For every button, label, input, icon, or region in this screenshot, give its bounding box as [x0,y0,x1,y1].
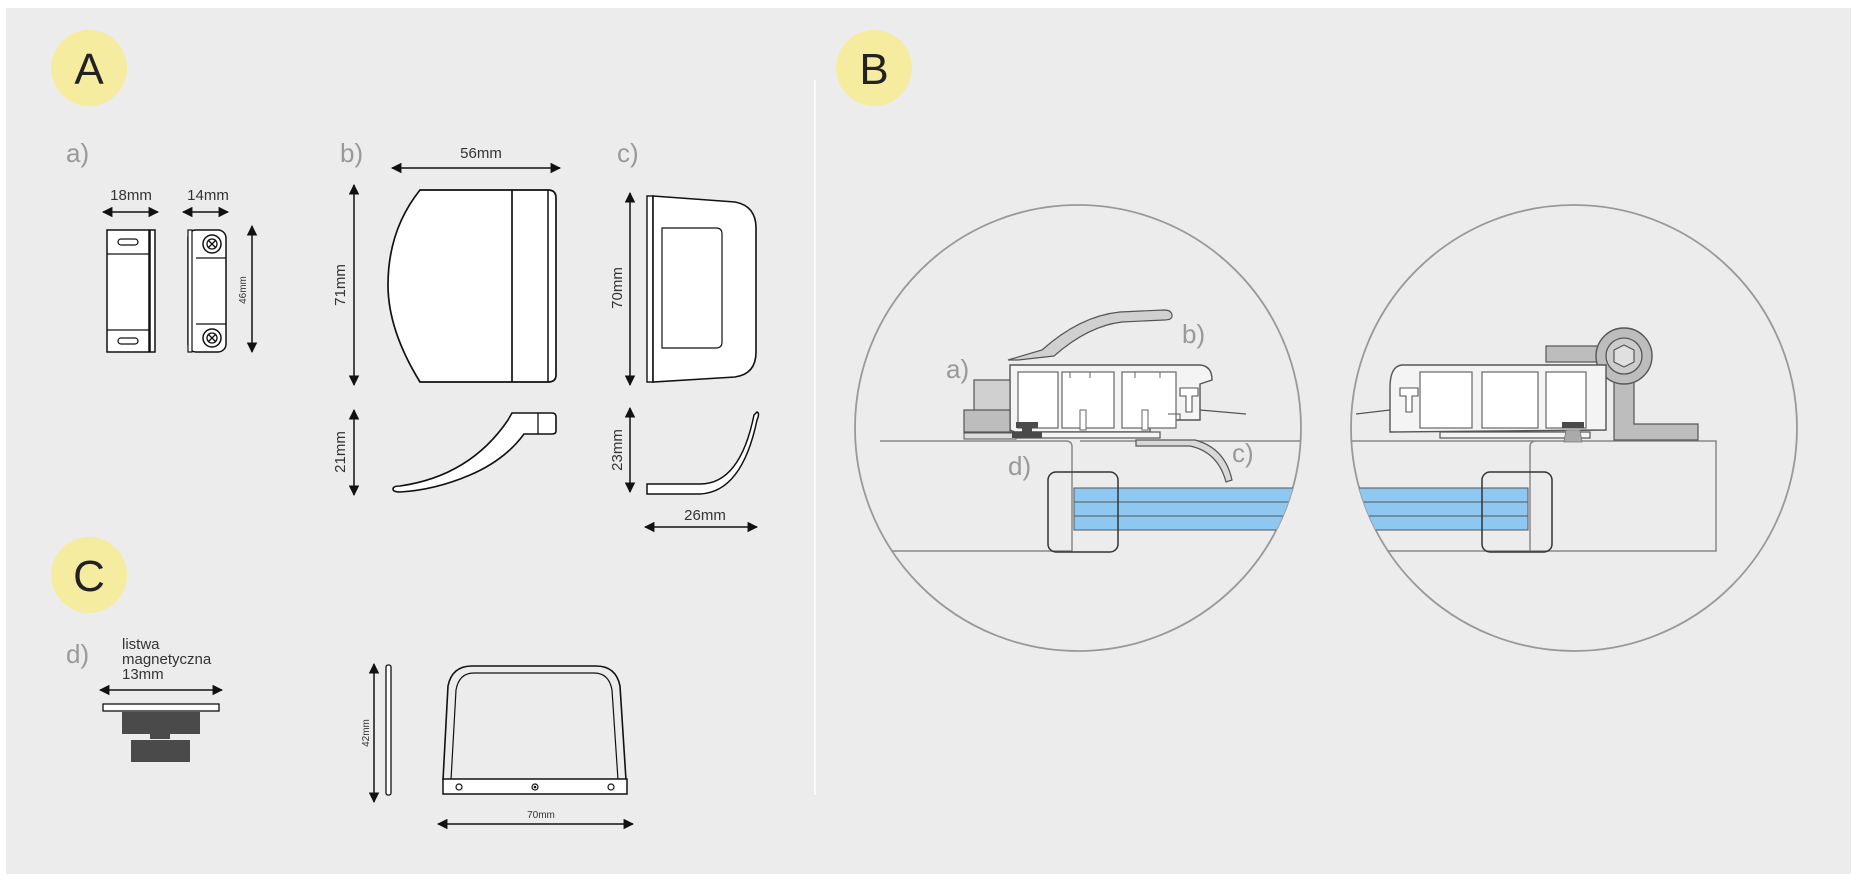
strip-label-line3: 13mm [122,666,164,683]
dim-a-width-2: 14mm [187,187,229,204]
part-a-label: a) [66,138,89,168]
dim-d-width: 70mm [527,810,555,821]
dim-a-width-1: 18mm [110,187,152,204]
detail-label-b: b) [1182,319,1205,349]
section-c-letter: C [73,552,105,601]
section-b-badge: B [836,30,912,106]
dim-b-width: 56mm [460,145,502,162]
detail-label-a: a) [946,354,969,384]
part-a-drawing: a) 18mm 14mm 46mm [66,138,258,354]
part-d-drawing: d) listwa magnetyczna 13mm 42mm 70mm [66,636,635,830]
dim-b-height-top: 71mm [332,264,349,306]
dim-b-height-bottom: 21mm [332,431,349,473]
section-a-letter: A [74,45,104,94]
detail-left: a) b) c) d) [854,204,1302,652]
dim-c-width: 26mm [684,507,726,524]
detail-label-d: d) [1008,451,1031,481]
strip-label-line1: listwa [122,636,160,653]
detail-right [1350,204,1798,652]
section-b-letter: B [859,45,888,94]
part-c-label: c) [617,138,639,168]
dim-c-height-top: 70mm [609,267,626,309]
part-c-drawing: c) 70mm 23mm 26mm [609,138,760,533]
part-b-label: b) [340,138,363,168]
section-a-badge: A [51,30,127,106]
dim-a-height: 46mm [238,276,249,304]
strip-label-line2: magnetyczna [122,651,212,668]
detail-label-c: c) [1232,438,1254,468]
dim-d-height: 42mm [361,719,372,747]
part-d-label: d) [66,639,89,669]
dim-c-height-bottom: 23mm [609,429,626,471]
part-b-drawing: b) 56mm 71mm 21mm [332,138,562,497]
section-c-badge: C [51,537,127,613]
